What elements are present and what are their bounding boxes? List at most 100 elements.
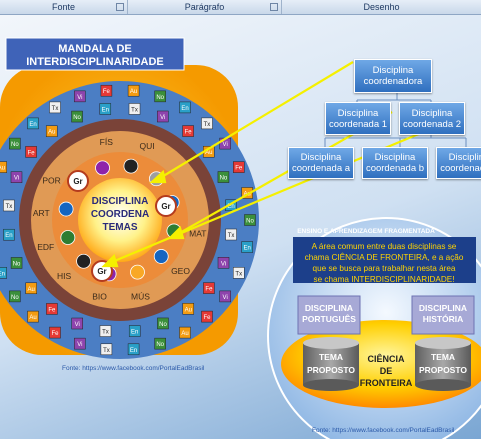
mandala-tile-label: En: [227, 204, 234, 210]
mandala-tile: No: [157, 317, 169, 330]
frontier-center-line3: FRONTEIRA: [360, 378, 413, 388]
discipline-label: BIO: [92, 291, 107, 301]
mandala-tile: Vi: [10, 171, 23, 183]
mandala-tile: Vi: [71, 317, 83, 330]
mandala-tile-label: Tx: [52, 106, 59, 112]
mandala-tile-label: Fe: [48, 307, 56, 313]
frontier-text-line2: chama CIÊNCIA DE FRONTEIRA, e a ação: [305, 252, 464, 262]
box-coordenada-b-line1: Disciplina: [374, 152, 416, 163]
mandala-tile-label: Tx: [6, 204, 13, 210]
discipline-portugues-line1: DISCIPLINA: [305, 303, 353, 313]
mandala-tile: En: [241, 241, 253, 253]
mandala-tile: Fe: [100, 84, 113, 97]
box-coordenada-c[interactable]: Disciplina coordenada c: [436, 147, 481, 179]
mandala-tile: Au: [182, 303, 195, 315]
mandala-tile: En: [99, 103, 112, 115]
box-coordenada-c-line2: coordenada c: [440, 163, 481, 174]
discipline-historia-line2: HISTÓRIA: [423, 313, 464, 324]
mandala-title-line1: MANDALA DE: [58, 43, 132, 55]
discipline-label: MÚS: [131, 291, 150, 301]
mandala-tile-label: En: [102, 107, 109, 113]
mandala-tile: Tx: [49, 101, 61, 114]
mandala-tile: No: [217, 171, 230, 183]
discipline-label: FÍS: [100, 137, 114, 147]
box-coordenada-a[interactable]: Disciplina coordenada a: [288, 147, 354, 179]
mandala-tile: Au: [179, 326, 191, 339]
mandala-tile-label: En: [130, 348, 137, 354]
group-marker-label: Gr: [73, 177, 82, 186]
discipline-portugues-box: [297, 295, 361, 335]
box-coordenada-2-line2: coordenada 2: [402, 118, 462, 130]
ribbon-group-font[interactable]: Fonte: [0, 0, 128, 14]
mandala-tile-label: Au: [0, 166, 5, 172]
box-coordenada-1-line2: coordenada 1: [328, 118, 388, 130]
dialog-launcher-icon[interactable]: [270, 3, 278, 11]
frontier-text-line4: se chama INTERDISCIPLINARIDADE!: [313, 275, 454, 284]
mandala-tile: Fe: [182, 125, 194, 137]
mandala-tile-label: Fe: [203, 315, 211, 321]
mandala-center: [78, 178, 162, 262]
mandala-sphere: [58, 201, 74, 217]
frontier-center-line1: CIÊNCIA: [367, 353, 405, 364]
mandala-tile-label: En: [29, 122, 36, 128]
mandala-tile: Tx: [225, 228, 237, 241]
mandala-tile-label: Fe: [103, 89, 111, 95]
box-disciplina-coordenadora[interactable]: Disciplina coordenadora: [354, 59, 432, 93]
mandala-sphere: [60, 230, 76, 245]
box-coordenada-1[interactable]: Disciplina coordenada 1: [325, 102, 391, 135]
mandala-tile-label: Vi: [14, 176, 19, 182]
mandala-tile-label: Vi: [223, 295, 228, 301]
mandala-sphere: [153, 249, 169, 264]
box-coordenada-a-line1: Disciplina: [300, 152, 342, 163]
mandala-tile: No: [154, 90, 166, 103]
topic-right-line2: PROPOSTO: [419, 365, 467, 375]
mandala-tile-label: Fe: [51, 331, 59, 337]
arrow-head-icon: [149, 169, 167, 184]
ribbon-group-drawing[interactable]: Desenho: [282, 0, 481, 14]
mandala-tile-label: Au: [205, 150, 212, 156]
dialog-launcher-icon[interactable]: [116, 3, 124, 11]
group-marker-label: Gr: [97, 267, 106, 276]
frontier-text-line3: que se busca para trabalhar nesta área: [313, 264, 456, 273]
ribbon-group-drawing-label: Desenho: [363, 2, 400, 12]
mandala-tile-label: Tx: [228, 233, 235, 239]
box-coordenada-2[interactable]: Disciplina coordenada 2: [399, 102, 465, 135]
ribbon-group-paragraph[interactable]: Parágrafo: [128, 0, 282, 14]
discipline-portugues-line2: PORTUGUÊS: [302, 313, 356, 324]
group-marker: Gr: [155, 195, 177, 217]
mandala-tile-label: En: [0, 271, 5, 277]
frontier-source: Fonte: https://www.facebook.com/PortalEa…: [312, 427, 455, 434]
discipline-label: QUI: [139, 141, 154, 151]
mandala-tile-label: No: [246, 219, 254, 225]
mandala-tile: Au: [0, 161, 7, 173]
mandala-tile-label: No: [13, 261, 21, 267]
mandala-tile-label: Vi: [221, 261, 226, 267]
mandala-tile: No: [154, 337, 166, 350]
mandala-tile: En: [127, 343, 140, 356]
discipline-historia-line1: DISCIPLINA: [419, 303, 467, 313]
center-text-line2: COORDENA: [91, 209, 149, 220]
discipline-label: MAT: [189, 229, 206, 239]
mandala-tiles: NoEnTxViFeAuNoEnTxViFeAuNoEnTxViFeAuNoEn…: [0, 84, 256, 356]
mandala-tile: En: [0, 267, 7, 279]
slide-canvas[interactable]: NoEnTxViFeAuNoEnTxViFeAuNoEnTxViFeAuNoEn…: [0, 15, 481, 439]
frontier-header: ENSINO E APRENDIZAGEM FRAGMENTADA: [297, 228, 435, 235]
box-coordenada-b[interactable]: Disciplina coordenada b: [362, 147, 428, 179]
slide-graphics: NoEnTxViFeAuNoEnTxViFeAuNoEnTxViFeAuNoEn…: [0, 37, 481, 439]
mandala-tile-label: No: [73, 115, 81, 121]
mandala-tile: Fe: [201, 310, 213, 323]
mandala-tile: No: [9, 137, 21, 150]
mandala-tile-label: No: [159, 322, 167, 328]
mandala-tile: Tx: [99, 325, 112, 337]
mandala-tile: Fe: [233, 161, 245, 173]
mandala-source: Fonte: https://www.facebook.com/PortalEa…: [62, 365, 205, 372]
mandala-tile: Vi: [74, 90, 86, 103]
mandala-tile-label: Au: [29, 315, 36, 321]
mandala-title-line2: INTERDISCIPLINARIDADE: [26, 56, 164, 68]
mandala-tile: Fe: [46, 303, 58, 315]
mandala-sphere: [123, 158, 139, 174]
mandala-tile: Fe: [49, 326, 61, 339]
topic-cylinder-left: [303, 343, 359, 385]
mandala-tile: No: [244, 214, 256, 226]
